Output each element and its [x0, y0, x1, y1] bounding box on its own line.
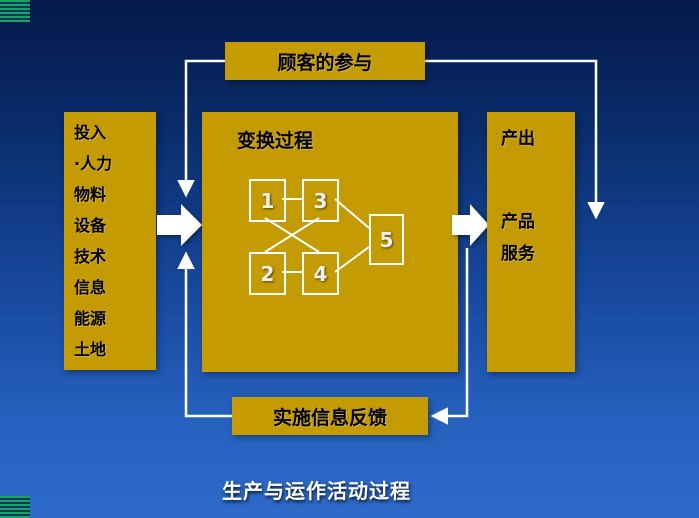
process-node-links — [264, 198, 370, 273]
link-3-5 — [334, 198, 370, 229]
feedback-label: 实施信息反馈 — [272, 406, 387, 429]
slide-caption: 生产与运作活动过程 — [222, 479, 411, 503]
input-title: 投入 — [74, 123, 107, 142]
link-2-3 — [264, 217, 320, 253]
output-item-services: 服务 — [501, 244, 535, 264]
output-to-feedback-line — [430, 248, 469, 425]
feedback-box: 实施信息反馈 — [232, 397, 428, 435]
output-item-products: 产品 — [501, 212, 535, 232]
input-item-energy: 能源 — [74, 309, 107, 328]
input-item-materials: 物料 — [74, 185, 107, 204]
process-node-1: 1 — [249, 179, 286, 222]
input-to-process-arrow — [157, 204, 202, 246]
process-title: 变换过程 — [237, 130, 314, 152]
customer-participation-box: 顾客的参与 — [225, 42, 425, 80]
input-box: 投入 ·人力 物料 设备 技术 信息 能源 土地 — [64, 112, 156, 370]
corner-decoration-bottom-left — [0, 496, 30, 518]
process-to-output-arrow — [452, 204, 489, 246]
process-node-3: 3 — [302, 179, 339, 222]
customer-participation-label: 顾客的参与 — [277, 51, 373, 74]
process-node-2: 2 — [249, 252, 286, 295]
process-node-5: 5 — [369, 214, 404, 265]
customer-to-input-line — [177, 59, 225, 198]
input-item-equipment: 设备 — [74, 216, 107, 235]
input-item-manpower: ·人力 — [74, 154, 113, 173]
input-item-technology: 技术 — [74, 247, 107, 266]
feedback-to-input-line — [177, 251, 232, 418]
input-item-information: 信息 — [74, 278, 107, 297]
process-node-4: 4 — [302, 252, 339, 295]
output-title: 产出 — [501, 129, 535, 149]
corner-decoration-top-left — [0, 0, 30, 22]
transformation-process-box: 变换过程 1 3 2 4 5 — [202, 112, 458, 372]
customer-to-output-line — [425, 59, 605, 220]
input-item-land: 土地 — [74, 340, 107, 359]
output-box: 产出 产品 服务 — [487, 112, 575, 372]
link-4-5 — [334, 246, 370, 273]
